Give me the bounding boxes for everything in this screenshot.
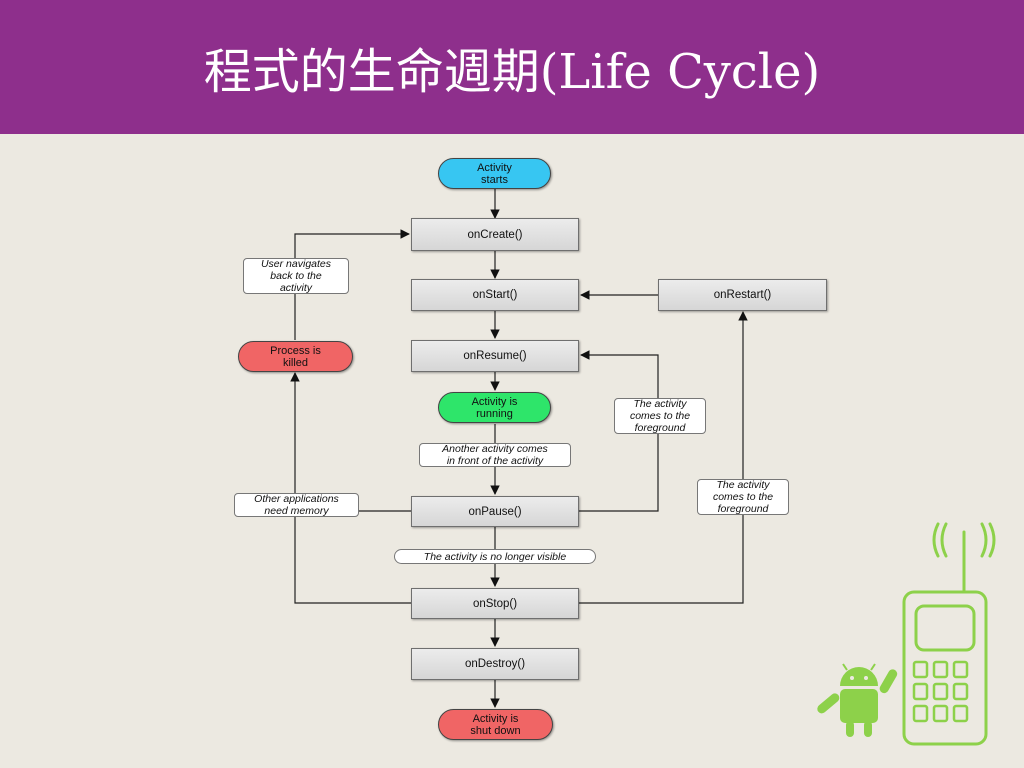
activity-shut-down-state: Activity is shut down xyxy=(438,709,553,740)
activity-foreground-note-2: The activity comes to the foreground xyxy=(697,479,789,515)
on-resume-method: onResume() xyxy=(411,340,579,372)
process-killed-state: Process is killed xyxy=(238,341,353,372)
title-bar: 程式的生命週期(Life Cycle) xyxy=(0,0,1024,134)
on-destroy-method: onDestroy() xyxy=(411,648,579,680)
slide-title: 程式的生命週期(Life Cycle) xyxy=(203,44,821,100)
no-longer-visible-note: The activity is no longer visible xyxy=(394,549,596,564)
on-restart-method: onRestart() xyxy=(658,279,827,311)
another-activity-note: Another activity comes in front of the a… xyxy=(419,443,571,467)
activity-running-state: Activity is running xyxy=(438,392,551,423)
on-start-method: onStart() xyxy=(411,279,579,311)
activity-foreground-note-1: The activity comes to the foreground xyxy=(614,398,706,434)
other-apps-memory-note: Other applications need memory xyxy=(234,493,359,517)
android-phone-icon xyxy=(817,522,996,746)
on-create-method: onCreate() xyxy=(411,218,579,251)
on-pause-method: onPause() xyxy=(411,496,579,527)
user-navigates-back-note: User navigates back to the activity xyxy=(243,258,349,294)
on-stop-method: onStop() xyxy=(411,588,579,619)
activity-starts-state: Activity starts xyxy=(438,158,551,189)
